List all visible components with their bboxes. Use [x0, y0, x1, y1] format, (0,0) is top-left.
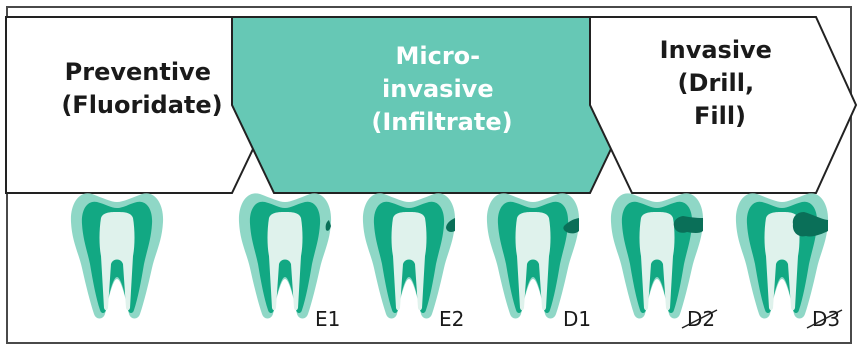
tooth [363, 193, 455, 318]
tooth-grade-label: E2 [439, 307, 464, 331]
tooth [611, 193, 703, 318]
tooth-lesion [674, 216, 703, 233]
tooth [487, 193, 579, 318]
stage-invasive: Invasive (Drill, Fill) [590, 17, 856, 193]
tooth-grade-label: E1 [315, 307, 340, 331]
teeth-row: E1E2D1D2D3 [71, 193, 842, 331]
tooth-grade-label: D1 [563, 307, 591, 331]
stage-microinvasive: Micro- invasive (Infiltrate) [232, 17, 632, 193]
tooth [736, 193, 828, 318]
tooth [71, 193, 163, 318]
tooth [239, 193, 331, 318]
